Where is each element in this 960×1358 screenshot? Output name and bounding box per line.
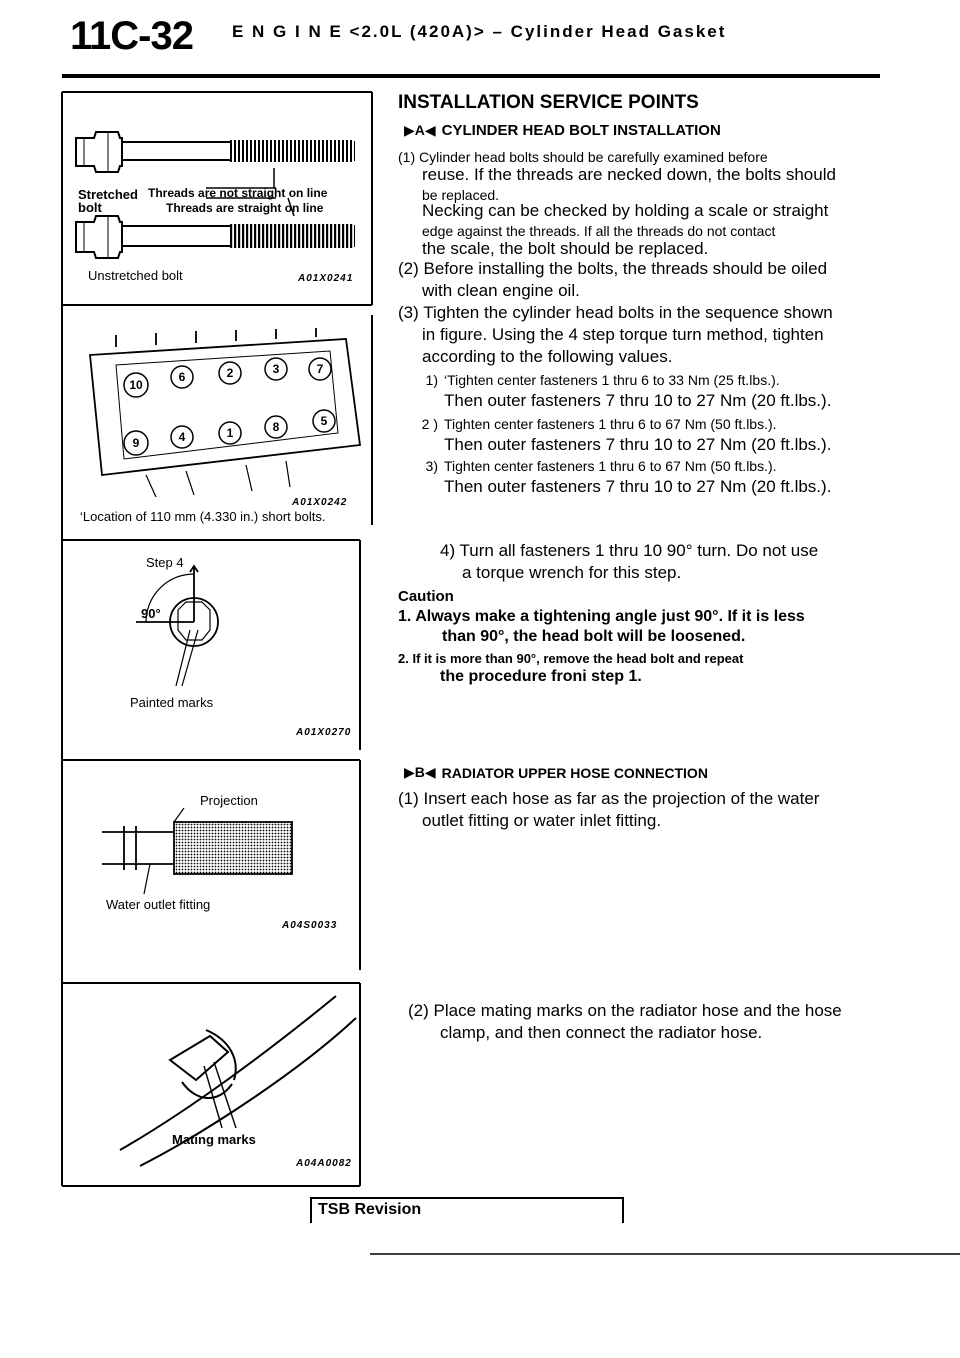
cylinder-head-figure: 10 2 3 7 6 5 4 8 9 1 (89, 328, 362, 497)
p1-line2: reuse. If the threads are necked down, t… (422, 165, 836, 184)
b1-line1: (1) Insert each hose as far as the proje… (398, 789, 820, 808)
bolt-number-2: 2 (227, 366, 234, 380)
step-4-line1: 4) Turn all fasteners 1 thru 10 90° turn… (440, 541, 819, 560)
step-1-b: Then outer fasteners 7 thru 10 to 27 Nm … (398, 390, 882, 411)
section-title: INSTALLATION SERVICE POINTS (398, 92, 699, 113)
subsection-b-heading: ▶B◀ RADIATOR UPPER HOSE CONNECTION (404, 764, 888, 781)
step-3-b: Then outer fasteners 7 thru 10 to 27 Nm … (398, 476, 882, 497)
b2-line2: clamp, and then connect the radiator hos… (440, 1023, 763, 1042)
hose-projection-figure (102, 808, 293, 895)
subsection-b-title: RADIATOR UPPER HOSE CONNECTION (441, 764, 708, 781)
p3-line2: in figure. Using the 4 step torque turn … (422, 325, 824, 344)
step-4-label: Step 4 (146, 555, 184, 570)
caution-2-line2: the procedure froni step 1. (440, 668, 642, 685)
bolt-number-10: 10 (129, 378, 143, 392)
b2-line1: (2) Place mating marks on the radiator h… (408, 1001, 842, 1020)
unstretched-bolt-label: Unstretched bolt (88, 268, 183, 283)
step-2-b: Then outer fasteners 7 thru 10 to 27 Nm … (398, 434, 882, 455)
bolt-number-3: 3 (273, 362, 280, 376)
mating-marks-label: Mating marks (172, 1132, 256, 1147)
mating-figure-code: A04A0082 (296, 1158, 352, 1169)
bolt-figure-code: A01X0241 (298, 273, 354, 284)
unstretched-bolt-threads (230, 224, 354, 248)
bolt-number-9: 9 (133, 436, 140, 450)
step-2-text-b: Then outer fasteners 7 thru 10 to 27 Nm … (444, 435, 832, 454)
step-3-text: Tighten center fasteners 1 thru 6 to 67 … (444, 458, 777, 474)
marker-b: ▶B◀ (404, 764, 436, 780)
bolt-number-5: 5 (321, 414, 328, 428)
caution-title: Caution (398, 588, 454, 605)
short-bolts-caption: ‘Location of 110 mm (4.330 in.) short bo… (80, 509, 326, 524)
step-2-text: Tighten center fasteners 1 thru 6 to 67 … (444, 416, 777, 432)
subsection-a-heading: ▶A◀ CYLINDER HEAD BOLT INSTALLATION (404, 122, 888, 139)
step-1-text: ‘Tighten center fasteners 1 thru 6 to 33… (444, 372, 780, 388)
subsection-a-title: CYLINDER HEAD BOLT INSTALLATION (441, 122, 721, 139)
p1-line4: Necking can be checked by holding a scal… (422, 201, 829, 220)
page-number: 11C-32 (70, 14, 194, 58)
step-3: 3) Tighten center fasteners 1 thru 6 to … (398, 456, 882, 477)
threads-straight-label: Threads are straight on line (166, 201, 324, 215)
step-3-text-b: Then outer fasteners 7 thru 10 to 27 Nm … (444, 477, 832, 496)
mating-marks-figure (119, 995, 357, 1167)
tsb-revision-label: TSB Revision (318, 1201, 422, 1218)
marker-a: ▶A◀ (404, 122, 436, 138)
p1-line1: (1) Cylinder head bolts should be carefu… (398, 149, 768, 165)
p3-line3: according to the following values. (422, 347, 673, 366)
step-2: 2 ) Tighten center fasteners 1 thru 6 to… (398, 414, 882, 435)
head-figure-code: A01X0242 (292, 497, 348, 508)
p1-line5: edge against the threads. If all the thr… (422, 223, 776, 239)
page-title: E N G I N E <2.0L (420A)> – Cylinder Hea… (232, 22, 727, 41)
threads-not-straight-label: Threads are not straight on line (148, 186, 328, 200)
stretched-bolt-threads (230, 140, 354, 162)
p2-line2: with clean engine oil. (422, 281, 580, 300)
caution-2-line1: 2. If it is more than 90°, remove the he… (398, 651, 744, 666)
header-rule (62, 74, 880, 78)
p1-line6: the scale, the bolt should be replaced. (422, 239, 709, 258)
angle-90-label: 90° (141, 606, 161, 621)
caution-1-line1: 1. Always make a tightening angle just 9… (398, 608, 805, 625)
bolt-number-1: 1 (227, 426, 234, 440)
tsb-revision-box: TSB Revision (310, 1197, 624, 1223)
bolt-number-4: 4 (179, 430, 186, 444)
water-outlet-fitting-label: Water outlet fitting (106, 897, 211, 912)
stretched-bolt-label: Stretched bolt (78, 187, 138, 215)
painted-marks-label: Painted marks (130, 695, 214, 710)
bolt-comparison-figure (75, 131, 355, 259)
step-4-line2: a torque wrench for this step. (462, 563, 682, 582)
caution-1-line2: than 90°, the head bolt will be loosened… (442, 628, 746, 645)
step4-angle-figure (136, 564, 219, 687)
p3-line1: (3) Tighten the cylinder head bolts in t… (398, 303, 833, 322)
step-1-text-b: Then outer fasteners 7 thru 10 to 27 Nm … (444, 391, 832, 410)
p1-line3: be replaced. (422, 187, 500, 203)
b1-line2: outlet fitting or water inlet fitting. (422, 811, 662, 830)
projection-label: Projection (200, 793, 258, 808)
p2-line1: (2) Before installing the bolts, the thr… (398, 259, 828, 278)
bolt-number-6: 6 (179, 370, 186, 384)
step-1-number: 1) (425, 372, 438, 388)
projection-figure-code: A04S0033 (282, 920, 338, 931)
step4-figure-code: A01X0270 (296, 727, 352, 738)
step-2-number: 2 ) (421, 416, 438, 432)
step-1: 1) ‘Tighten center fasteners 1 thru 6 to… (398, 370, 882, 391)
bolt-number-7: 7 (317, 362, 324, 376)
bolt-number-8: 8 (273, 420, 280, 434)
step-3-number: 3) (425, 458, 438, 474)
